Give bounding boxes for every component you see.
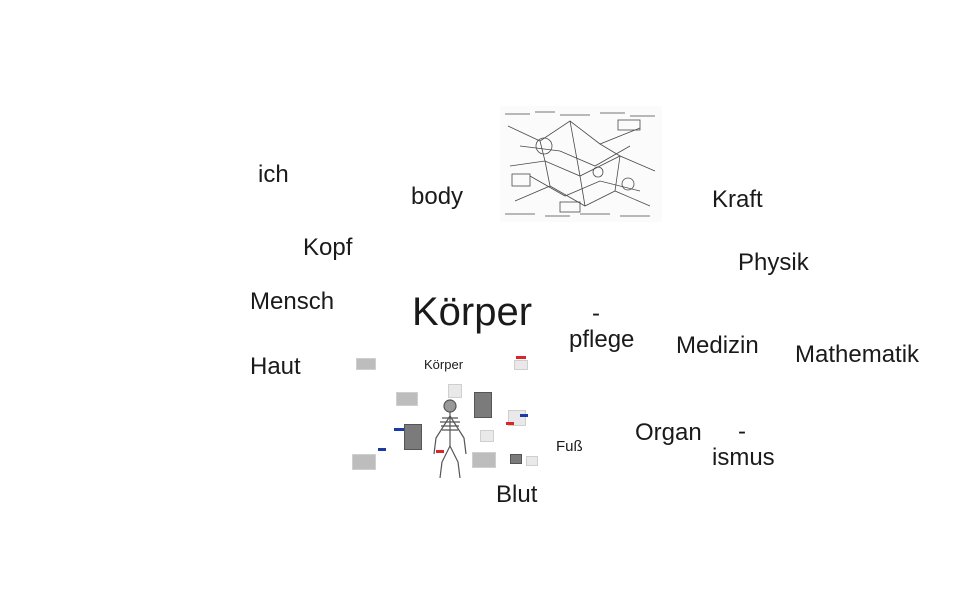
word-kraft[interactable]: Kraft (712, 186, 763, 213)
collage-thumb[interactable] (526, 456, 538, 466)
word-kopf[interactable]: Kopf (303, 234, 353, 261)
skeleton-figure (433, 399, 467, 478)
word-mathematik[interactable]: Mathematik (795, 341, 920, 368)
collage-marker-blue (394, 428, 404, 431)
word-organ[interactable]: Organ (635, 419, 702, 446)
word-medizin[interactable]: Medizin (676, 332, 759, 359)
word-physik[interactable]: Physik (738, 249, 809, 276)
collage-marker-blue (378, 448, 386, 451)
collage-marker-red (506, 422, 514, 425)
collage-thumb[interactable] (474, 392, 492, 418)
collage-thumb[interactable] (352, 454, 376, 470)
collage-thumb[interactable] (510, 454, 522, 464)
mindmap-sketch-image[interactable] (500, 106, 662, 222)
word-koerper-main[interactable]: Körper (412, 290, 533, 334)
anatomy-collage[interactable]: Körper (350, 350, 540, 480)
word-fuss[interactable]: Fuß (556, 438, 583, 455)
word-pflege[interactable]: pflege (569, 326, 635, 353)
collage-thumb[interactable] (480, 430, 494, 442)
collage-thumb[interactable] (396, 392, 418, 406)
collage-thumb[interactable] (404, 424, 422, 450)
sketch-drawing (505, 111, 656, 217)
collage-thumb[interactable] (356, 358, 376, 370)
word-body[interactable]: body (411, 183, 464, 210)
collage-label-koerper: Körper (424, 357, 464, 372)
word-ismus[interactable]: ismus (712, 444, 775, 471)
word-ich[interactable]: ich (258, 161, 289, 188)
word-haut[interactable]: Haut (250, 353, 301, 380)
word-dash-ismus[interactable]: - (738, 418, 746, 445)
collage-marker-red (436, 450, 444, 453)
collage-thumb[interactable] (448, 384, 462, 398)
collage-marker-blue (520, 414, 528, 417)
collage-thumb[interactable] (472, 452, 496, 468)
word-mensch[interactable]: Mensch (250, 288, 335, 315)
collage-thumb[interactable] (514, 360, 528, 370)
collage-marker-red (516, 356, 526, 359)
word-dash-pflege[interactable]: - (592, 300, 600, 327)
word-blut[interactable]: Blut (496, 481, 538, 508)
